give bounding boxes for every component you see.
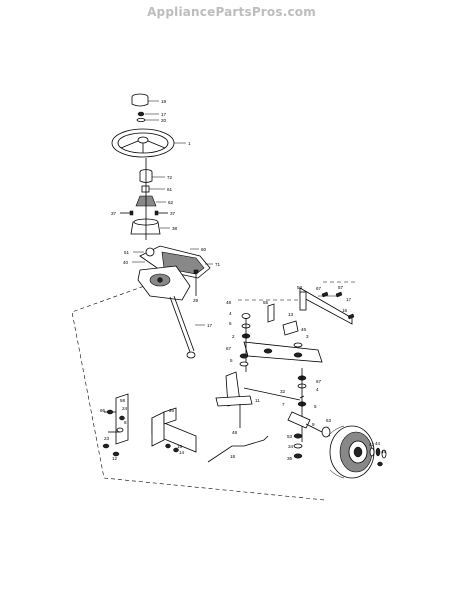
callout-label: 48: [226, 300, 232, 305]
callout-label: 62: [168, 200, 174, 205]
callout-label: 7: [282, 402, 285, 407]
callout-label: 71: [215, 262, 221, 267]
callout-label: 35: [287, 456, 293, 461]
callout-label: 66: [100, 408, 106, 413]
callout-label: 14: [179, 450, 185, 455]
left-spindle-hardware: [239, 313, 251, 372]
callout-label: 37: [111, 211, 117, 216]
callout-label: 23: [104, 436, 110, 441]
callout-label: 18: [230, 454, 236, 459]
callout-label: 67: [316, 379, 322, 384]
bushing: [141, 185, 165, 193]
callout-label: 63: [326, 418, 332, 423]
callout-label: 32: [280, 389, 286, 394]
mounting-bracket-left: [104, 393, 129, 445]
callout-label: 67: [316, 286, 322, 291]
screw-left: [120, 210, 134, 216]
screw-right: [154, 210, 168, 216]
callout-label: 26: [169, 408, 175, 413]
callout-label: 13: [288, 312, 294, 317]
steering-bracket: [130, 218, 170, 235]
bellows-boot: [135, 195, 166, 207]
steering-nut: [137, 111, 159, 117]
axle-spacer: [282, 320, 299, 336]
link-rod: [207, 435, 269, 463]
bracket-hardware: [102, 431, 120, 457]
axle-pin: [267, 303, 275, 323]
right-spindle-hardware: [293, 342, 307, 442]
callout-label: 48: [232, 430, 238, 435]
callout-label: 29: [193, 298, 199, 303]
steering-wheel: [111, 128, 186, 158]
callout-label: 3: [306, 334, 309, 339]
front-axle: [243, 341, 323, 363]
callout-label: 67: [226, 346, 232, 351]
callout-label: 46: [301, 327, 307, 332]
callout-label: 19: [161, 99, 167, 104]
callout-label: 34: [288, 444, 294, 449]
callout-label: 1: [188, 141, 191, 146]
callout-label: 16: [342, 308, 348, 313]
callout-label: 38: [172, 226, 178, 231]
callout-label: 55: [263, 300, 269, 305]
steering-wheel-cap: [131, 93, 159, 107]
callout-label: 15: [177, 444, 183, 449]
callout-label: 45: [381, 449, 387, 454]
callout-label: 12: [112, 456, 118, 461]
sector-gear-assembly: [132, 245, 213, 301]
front-wheel: [329, 425, 375, 479]
mounting-plate: [151, 407, 197, 453]
callout-label: 17: [346, 297, 352, 302]
callout-label: 11: [255, 398, 260, 403]
callout-label: 4: [316, 387, 319, 392]
callout-label: 37: [170, 211, 176, 216]
steering-washer: [136, 118, 159, 123]
tie-rod-right: [299, 395, 305, 399]
callout-label: 72: [167, 175, 173, 180]
callout-label: 5: [230, 358, 233, 363]
callout-label: 60: [201, 247, 207, 252]
wheel-adapter: [139, 169, 165, 183]
callout-label: 58: [120, 398, 126, 403]
wheel-hub-bearing: [321, 426, 331, 438]
axle-mount-bracket: [299, 287, 355, 325]
spindle-nuts: [293, 433, 303, 459]
left-spindle-arm: [215, 371, 253, 428]
callout-label: 24: [122, 406, 128, 411]
callout-label: 53: [287, 434, 293, 439]
callout-label: 8: [124, 420, 127, 425]
gear-bolt: [193, 269, 199, 296]
callout-label: 6: [229, 321, 232, 326]
callout-label: 40: [123, 260, 129, 265]
callout-label: 44: [375, 441, 381, 446]
callout-label: 4: [229, 311, 232, 316]
site-name: AppliancePartsPros.com: [147, 5, 316, 19]
callout-label: 17: [161, 112, 167, 117]
callout-label: 53: [297, 285, 303, 290]
callout-label: 57: [338, 285, 344, 290]
callout-label: 5: [314, 404, 317, 409]
tie-rod: [243, 387, 301, 401]
callout-label: 42: [369, 442, 375, 447]
callout-label: 9: [312, 422, 315, 427]
callout-label: 17: [207, 323, 213, 328]
callout-label: 61: [167, 187, 173, 192]
callout-label: 2: [232, 334, 235, 339]
drag-link: [169, 295, 205, 359]
callout-label: 51: [124, 250, 130, 255]
wheel-hardware: [369, 447, 387, 467]
assembly-dashed-outline: [71, 281, 358, 501]
callout-label: 20: [161, 118, 167, 123]
